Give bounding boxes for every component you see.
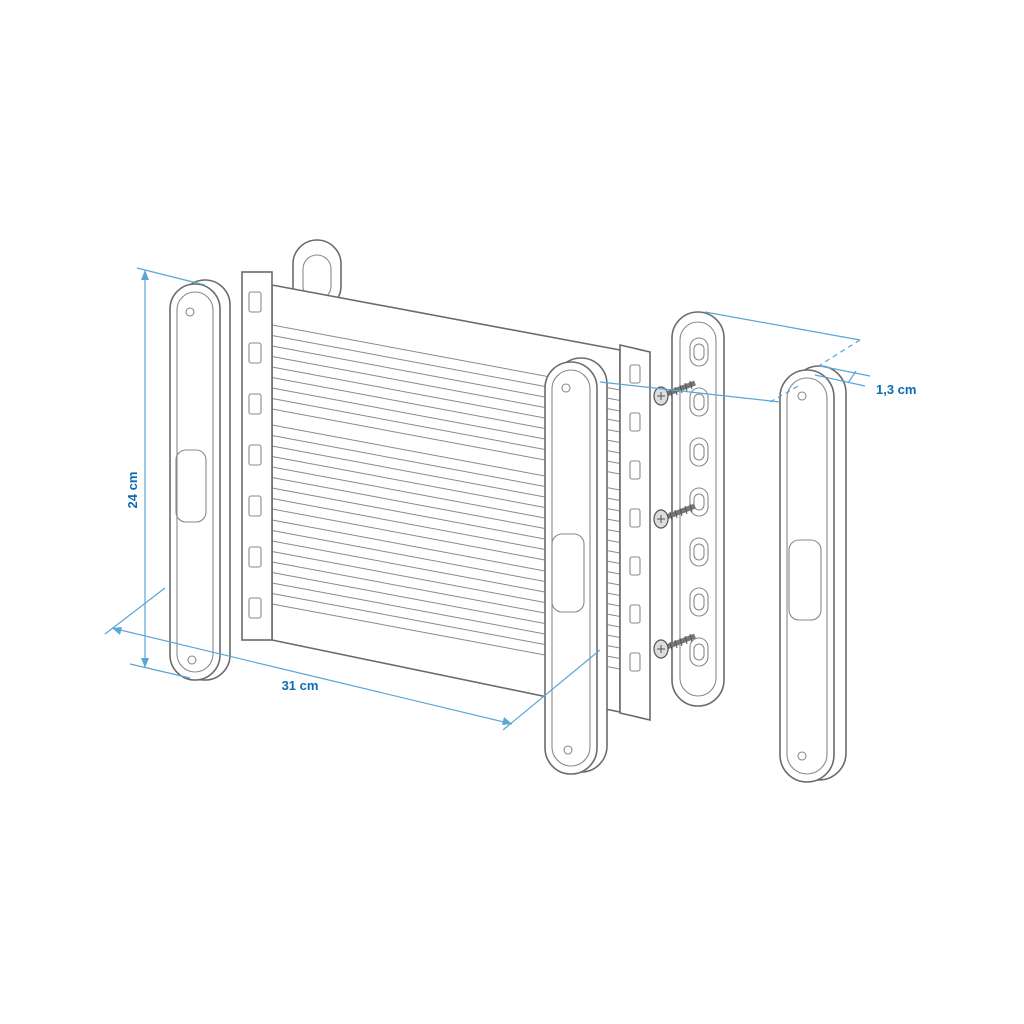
cover-right (779, 365, 847, 783)
rail-slot-inner (693, 593, 705, 611)
screws (653, 380, 696, 659)
rail-slot-inner (693, 443, 705, 461)
frame-holes-right (629, 364, 641, 672)
frame-hole (629, 364, 641, 384)
frame-holes-left (248, 291, 262, 619)
screw-icon (653, 380, 696, 406)
mounting-rail (671, 311, 725, 707)
rail-slot-inner (693, 543, 705, 561)
rail-slot (689, 587, 709, 617)
rail-slot (689, 387, 709, 417)
frame-hole (629, 508, 641, 528)
screw-icon (653, 633, 696, 659)
rail-slot-inner (693, 393, 705, 411)
frame-hole (629, 604, 641, 624)
frame-hole (248, 342, 262, 364)
frame-hole (629, 460, 641, 480)
screw-icon (653, 503, 696, 529)
dimension-height: 24 cm (125, 267, 206, 679)
frame-hole (248, 291, 262, 313)
dimension-width: 31 cm (104, 587, 601, 731)
rail-slot-inner (693, 343, 705, 361)
rail-slot (689, 337, 709, 367)
rail-slot-inner (693, 643, 705, 661)
depth-label: 1,3 cm (876, 382, 916, 397)
dimension-depth: 1,3 cm (599, 311, 916, 403)
frame-hole (248, 495, 262, 517)
cover-left (169, 279, 231, 681)
rail-slot (689, 487, 709, 517)
frame-hole (248, 597, 262, 619)
frame-hole (248, 444, 262, 466)
frame-hole (629, 412, 641, 432)
width-label: 31 cm (282, 678, 319, 693)
frame-hole (248, 393, 262, 415)
rail-slot (689, 437, 709, 467)
rail-slot (689, 637, 709, 667)
rail-slot-inner (693, 493, 705, 511)
cover-middle (544, 357, 608, 775)
frame-hole (248, 546, 262, 568)
frame-hole (629, 556, 641, 576)
height-label: 24 cm (125, 472, 140, 509)
frame-hole (629, 652, 641, 672)
rail-slot (689, 537, 709, 567)
